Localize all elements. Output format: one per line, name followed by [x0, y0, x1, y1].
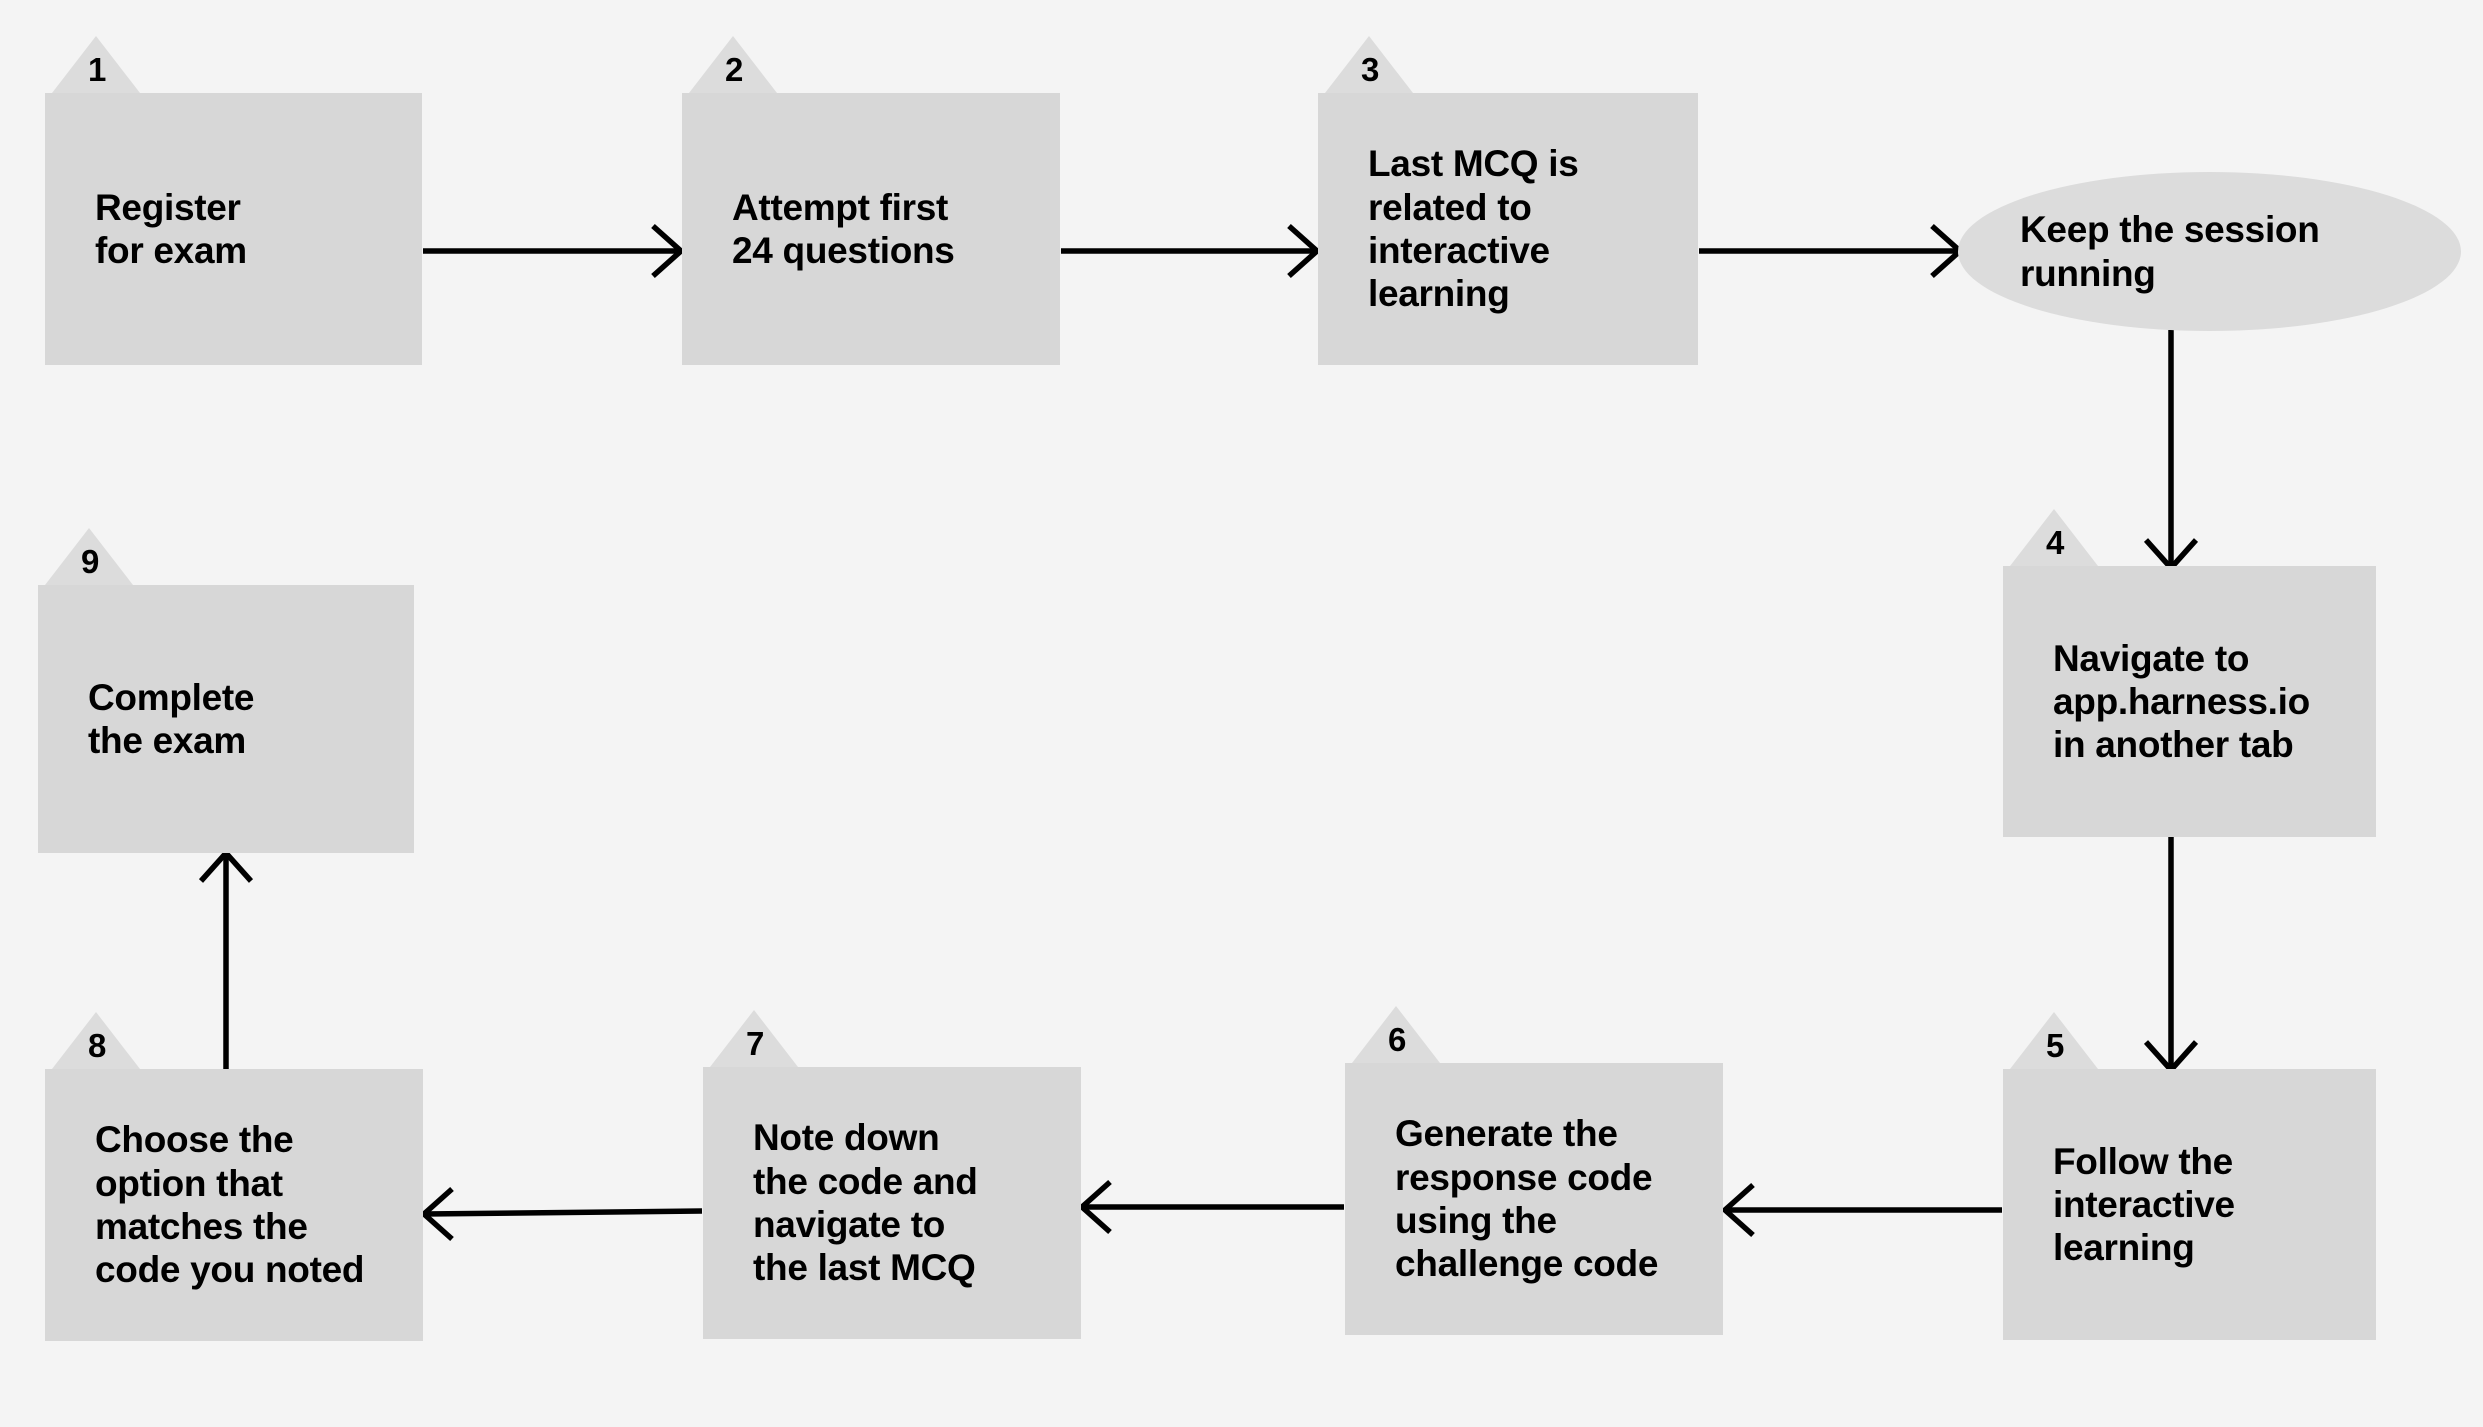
edge-n6-to-n7 — [1077, 1179, 1344, 1235]
edge-n2-to-n3 — [1061, 223, 1322, 279]
node-box-n6[interactable]: Generate the response code using the cha… — [1345, 1063, 1723, 1335]
node-label-n9: Complete the exam — [88, 676, 255, 761]
badge-number-5: 5 — [2046, 1027, 2065, 1064]
badge-number-8: 8 — [88, 1027, 107, 1064]
badge-triangle-7 — [710, 1010, 798, 1067]
node-box-n7[interactable]: Note down the code and navigate to the l… — [703, 1067, 1081, 1339]
badge-number-6: 6 — [1388, 1021, 1407, 1058]
badge-number-7: 7 — [746, 1025, 765, 1062]
node-label-n7: Note down the code and navigate to the l… — [753, 1117, 978, 1289]
badge-triangle-5 — [2010, 1012, 2098, 1069]
badge-triangle-6 — [1352, 1006, 1440, 1063]
edge-n5-to-n6 — [1720, 1182, 2002, 1238]
edge-n1-to-n2 — [423, 223, 686, 279]
node-box-n4[interactable]: Navigate to app.harness.io in another ta… — [2003, 566, 2376, 837]
badge-number-1: 1 — [88, 51, 107, 88]
node-ellipse-session[interactable]: Keep the session running — [1958, 172, 2461, 331]
badge-triangle-9 — [45, 528, 133, 585]
node-box-n9[interactable]: Complete the exam — [38, 585, 414, 853]
badge-triangle-3 — [1325, 36, 1413, 93]
edge-n7-to-n8 — [419, 1186, 703, 1242]
node-label-n8: Choose the option that matches the code … — [95, 1119, 365, 1291]
node-label-n6: Generate the response code using the cha… — [1395, 1113, 1659, 1285]
node-label-n5: Follow the interactive learning — [2053, 1140, 2235, 1269]
node-label-session: Keep the session running — [2020, 209, 2320, 294]
badge-triangle-8 — [52, 1012, 140, 1069]
edge-n3-to-session — [1699, 223, 1965, 279]
node-box-n8[interactable]: Choose the option that matches the code … — [45, 1069, 423, 1341]
node-box-n2[interactable]: Attempt first 24 questions — [682, 93, 1060, 365]
node-label-n1: Register for exam — [95, 186, 247, 271]
badge-triangle-4 — [2010, 509, 2098, 566]
edge-n8-to-n9 — [198, 848, 254, 1069]
badge-number-3: 3 — [1361, 51, 1380, 88]
node-box-n5[interactable]: Follow the interactive learning — [2003, 1069, 2376, 1340]
badge-triangle-2 — [689, 36, 777, 93]
badge-triangle-1 — [52, 36, 140, 93]
edge-n4-to-n5 — [2143, 836, 2199, 1075]
badge-number-2: 2 — [725, 51, 744, 88]
node-label-n2: Attempt first 24 questions — [732, 186, 955, 271]
badge-number-4: 4 — [2046, 524, 2065, 561]
node-box-n1[interactable]: Register for exam — [45, 93, 422, 365]
edge-session-to-n4 — [2143, 330, 2199, 573]
node-label-n3: Last MCQ is related to interactive learn… — [1368, 143, 1579, 315]
badge-number-9: 9 — [81, 543, 100, 580]
node-box-n3[interactable]: Last MCQ is related to interactive learn… — [1318, 93, 1698, 365]
node-label-n4: Navigate to app.harness.io in another ta… — [2053, 637, 2310, 766]
